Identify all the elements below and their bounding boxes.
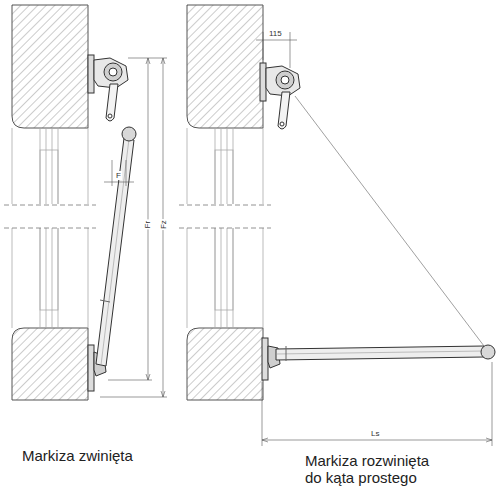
dimension-value: 115 <box>268 29 283 38</box>
dimension-symbol: Fz <box>158 220 167 231</box>
dimension-symbol: F <box>115 171 122 180</box>
dimension-lines <box>100 32 492 446</box>
view-caption: Markiza zwinięta <box>22 447 192 464</box>
view-caption: Markiza rozwinięta do kąta prostego <box>305 452 445 487</box>
folded-arm <box>88 127 136 391</box>
dimension-symbol: Fr <box>143 220 152 230</box>
dimension-symbol: Ls <box>370 429 380 438</box>
wall-bracket <box>88 55 128 121</box>
extended-arm <box>262 96 495 380</box>
wall-section <box>4 5 96 400</box>
